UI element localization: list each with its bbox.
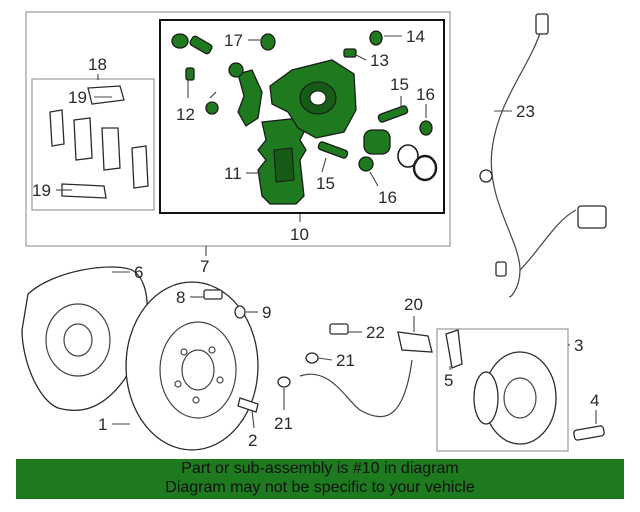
callout-21-right: 21 (336, 351, 355, 370)
brake-pads (49, 85, 149, 199)
callout-21-lower: 21 (274, 414, 293, 433)
callout-9: 9 (262, 303, 271, 322)
callout-7: 7 (200, 257, 209, 276)
piston-seals (358, 120, 438, 182)
guide-bolts (317, 105, 409, 159)
callout-13: 13 (370, 51, 389, 70)
guide-pins (171, 30, 383, 78)
callout-6: 6 (134, 263, 143, 282)
callout-16-upper: 16 (416, 85, 435, 104)
callout-12: 12 (176, 105, 195, 124)
leader-lines (56, 35, 597, 429)
callout-2: 2 (248, 431, 257, 450)
callout-11: 11 (224, 164, 242, 183)
callout-10: 10 (290, 225, 309, 244)
notice-line-2: Diagram may not be specific to your vehi… (165, 479, 475, 496)
brake-rotor (125, 281, 259, 451)
caliper-body (269, 59, 357, 139)
callout-20: 20 (404, 295, 423, 314)
callout-15-upper: 15 (390, 75, 409, 94)
callout-16-lower: 16 (378, 188, 397, 207)
callout-labels: 17 14 13 12 15 16 11 15 16 10 18 19 19 7… (32, 27, 599, 450)
notice-banner: Part or sub-assembly is #10 in diagram D… (16, 459, 624, 499)
callout-14: 14 (406, 27, 425, 46)
callout-18: 18 (88, 55, 107, 74)
bleeder-cap (185, 67, 219, 115)
callout-17: 17 (224, 31, 243, 50)
callout-5: 5 (444, 371, 453, 390)
callout-19-lower: 19 (32, 181, 51, 200)
callout-4: 4 (590, 391, 599, 410)
rotor-bolts (203, 289, 349, 413)
callout-8: 8 (176, 288, 185, 307)
brake-hose (299, 331, 433, 418)
abs-sensor-wire (479, 13, 607, 298)
callout-3: 3 (574, 336, 583, 355)
anti-rattle-clip (237, 69, 263, 127)
callout-19-upper: 19 (68, 88, 87, 107)
callout-23: 23 (516, 102, 535, 121)
callout-1: 1 (98, 415, 107, 434)
dust-shield (21, 266, 148, 411)
callout-22: 22 (366, 323, 385, 342)
wheel-hub (445, 329, 605, 445)
caliper-bracket (257, 117, 307, 205)
notice-line-1: Part or sub-assembly is #10 in diagram (181, 460, 459, 477)
callout-15-lower: 15 (316, 174, 335, 193)
